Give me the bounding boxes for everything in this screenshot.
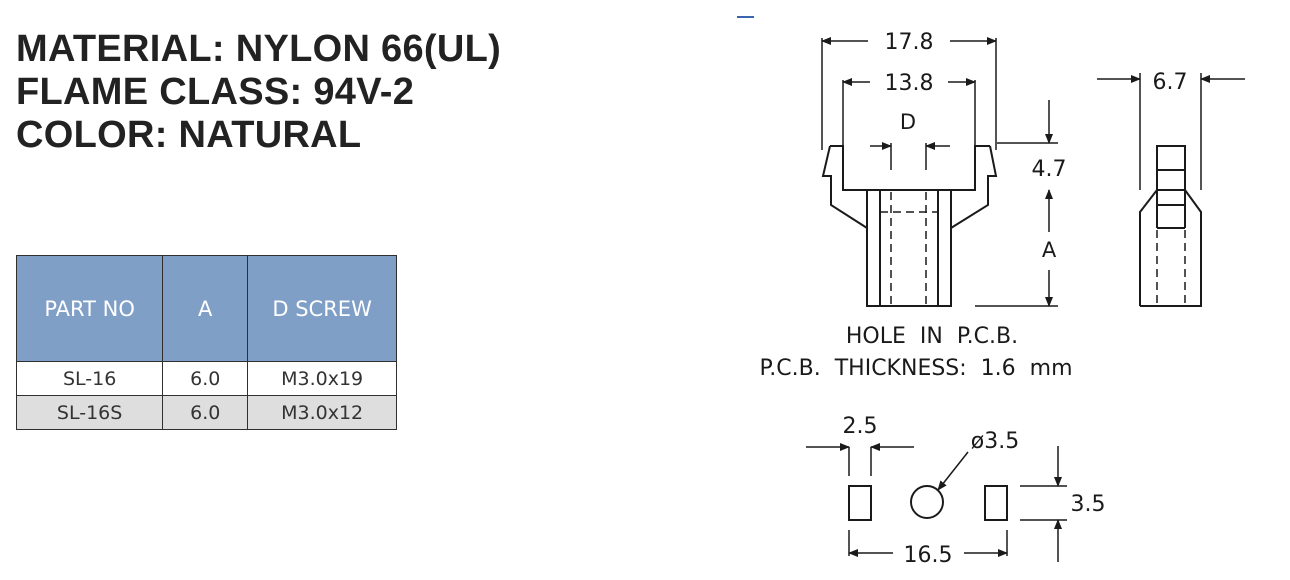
hole-dimensions <box>806 443 1062 562</box>
cell-a: 6.0 <box>162 395 249 430</box>
cell-a: 6.0 <box>162 361 249 396</box>
spec-block: MATERIAL: NYLON 66(UL) FLAME CLASS: 94V-… <box>16 28 501 157</box>
material-spec: MATERIAL: NYLON 66(UL) <box>16 28 502 70</box>
label-a: A <box>1042 238 1057 262</box>
dim-inner-width: 13.8 <box>885 71 934 96</box>
table-row: SL-16 6.0 M3.0x19 <box>15 361 397 396</box>
front-view <box>821 38 1058 307</box>
label-d: D <box>900 110 916 134</box>
dim-side-width: 6.7 <box>1153 70 1188 95</box>
dim-slot-spacing: 16.5 <box>904 543 953 568</box>
parts-table: PART NO A D SCREW SL-16 6.0 M3.0x19 SL-1… <box>15 255 397 430</box>
flame-class-spec: FLAME CLASS: 94V-2 <box>16 71 415 113</box>
note-hole-in-pcb: HOLE IN P.C.B. <box>846 324 1018 349</box>
color-spec: COLOR: NATURAL <box>16 114 362 156</box>
note-pcb-thickness: P.C.B. THICKNESS: 1.6 mm <box>759 356 1072 381</box>
header-part-no: PART NO <box>15 255 164 362</box>
cell-d-screw: M3.0x12 <box>247 395 397 430</box>
dim-overall-width: 17.8 <box>885 30 934 55</box>
table-header-row: PART NO A D SCREW <box>15 255 397 362</box>
dim-head-height: 4.7 <box>1032 157 1067 182</box>
side-view <box>1139 73 1202 307</box>
dim-slot-width: 2.5 <box>843 414 878 439</box>
front-dimensions <box>821 37 1053 307</box>
table-row: SL-16S 6.0 M3.0x12 <box>15 395 397 430</box>
cell-part-no: SL-16S <box>15 395 164 430</box>
cell-d-screw: M3.0x19 <box>247 361 397 396</box>
header-a: A <box>162 255 249 362</box>
hole-pattern <box>848 447 1067 556</box>
dim-hole-diameter: ø3.5 <box>971 429 1019 454</box>
cell-part-no: SL-16 <box>15 361 164 396</box>
header-d-screw: D SCREW <box>247 255 397 362</box>
dim-slot-height: 3.5 <box>1071 492 1106 517</box>
